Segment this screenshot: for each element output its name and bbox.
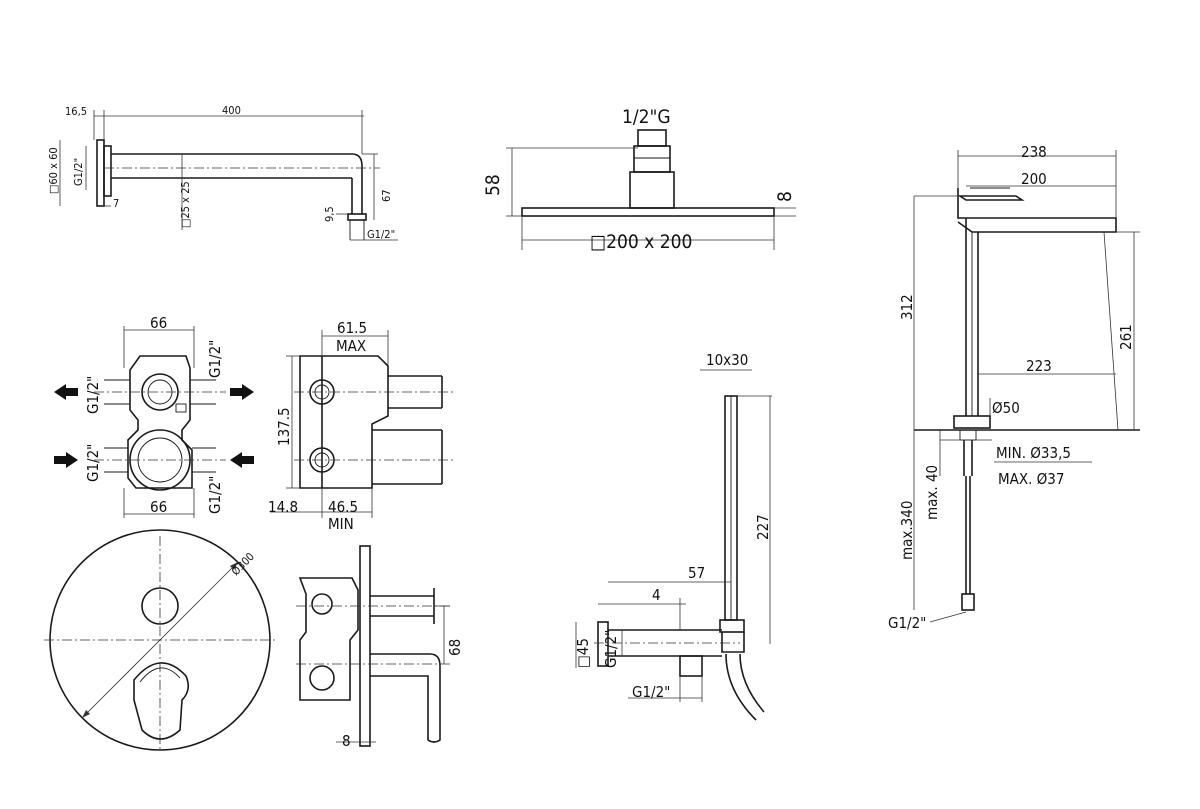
plate-dim-d300: Ø300	[229, 550, 257, 578]
box-side-dim-61-5: 61.5	[337, 319, 367, 337]
mixer-dim-312: 312	[898, 294, 916, 320]
box-side-dim-46-5: 46.5	[328, 498, 358, 516]
arm-dim-g12-wall: G1/2"	[72, 158, 85, 186]
hand-dim-g12-bottom: G1/2"	[632, 683, 670, 701]
concealed-box-front: 66 66 G1/2" G1/2" G1/2" G1/2"	[54, 314, 254, 518]
arm-dim-400: 400	[222, 104, 241, 117]
head-dim-size: □200 x 200	[590, 231, 692, 253]
hand-dim-4: 4	[652, 586, 661, 604]
concealed-box-side: 61.5 MAX 137.5 14.8 46.5 MIN	[268, 319, 456, 533]
arm-dim-67: 67	[380, 189, 393, 202]
head-dim-8: 8	[774, 191, 796, 202]
box-g12-right-bottom: G1/2"	[206, 476, 224, 514]
shower-head-view: 58 1/2"G 8 □200 x 200	[482, 106, 796, 253]
hand-shower-view: 10x30 227 57 4 □45 G1/2" G1/2"	[574, 351, 772, 721]
hand-dim-227: 227	[754, 514, 772, 540]
head-dim-58: 58	[482, 174, 504, 196]
shower-arm-view: 16,5 400 □60 x 60 G1/2" 7 □25 x 25 67 9,…	[47, 104, 398, 241]
hand-dim-g12-left: G1/2"	[602, 630, 620, 668]
box-side-dim-14-8: 14.8	[268, 498, 298, 516]
box-dim-66-bottom: 66	[150, 498, 167, 516]
box-g12-left-top: G1/2"	[84, 376, 102, 414]
arm-dim-16-5: 16,5	[65, 105, 87, 118]
mixer-dim-238: 238	[1021, 143, 1047, 161]
arm-dim-g12-outlet: G1/2"	[367, 228, 395, 241]
mixer-dim-g12: G1/2"	[888, 614, 926, 632]
plate-side-dim-8: 8	[342, 732, 351, 750]
arm-dim-25x25: □25 x 25	[179, 181, 192, 228]
plate-side-view: 68 8	[296, 545, 464, 750]
mixer-dim-max40: max. 40	[923, 465, 941, 520]
plate-side-dim-68: 68	[446, 639, 464, 656]
mixer-dim-d50: Ø50	[992, 399, 1020, 417]
hand-dim-57: 57	[688, 564, 705, 582]
mixer-dim-min: MIN. Ø33,5	[996, 444, 1071, 462]
head-dim-thread: 1/2"G	[622, 106, 671, 128]
box-g12-left-bottom: G1/2"	[84, 444, 102, 482]
mixer-dim-261: 261	[1117, 324, 1135, 350]
box-dim-66-top: 66	[150, 314, 167, 332]
box-side-max: MAX	[336, 337, 366, 355]
mixer-dim-max: MAX. Ø37	[998, 470, 1064, 488]
arm-dim-9-5: 9,5	[323, 206, 336, 222]
mixer-dim-200: 200	[1021, 170, 1047, 188]
hand-dim-10x30: 10x30	[706, 351, 748, 369]
box-side-min: MIN	[328, 515, 354, 533]
arm-dim-60x60: □60 x 60	[47, 147, 60, 194]
hand-dim-45: □45	[574, 638, 592, 668]
mixer-dim-max340: max.340	[898, 501, 916, 560]
box-g12-right-top: G1/2"	[206, 340, 224, 378]
round-cover-plate: Ø300	[44, 529, 278, 752]
box-side-dim-137-5: 137.5	[275, 407, 293, 446]
arm-dim-7: 7	[113, 197, 119, 210]
basin-mixer-view: 238 200 312 261 223 Ø50 MIN. Ø33,5 MAX. …	[888, 143, 1140, 632]
mixer-dim-223: 223	[1026, 357, 1052, 375]
